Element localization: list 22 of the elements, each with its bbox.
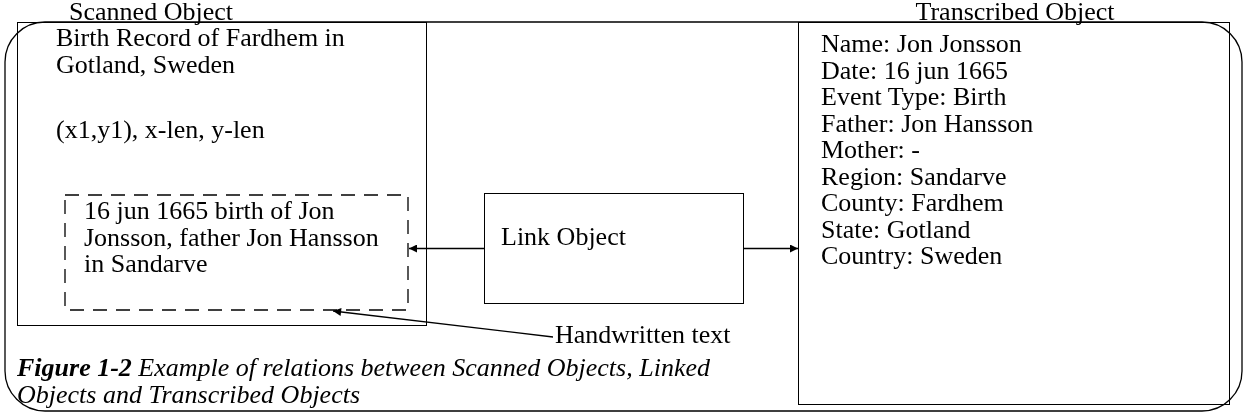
arrow xyxy=(332,307,554,338)
field-text: Region: Sandarve xyxy=(821,163,1007,190)
field-text: Country: Sweden xyxy=(821,243,1003,270)
arrow xyxy=(743,244,799,253)
box-heading: Transcribed Object xyxy=(915,0,1115,26)
record-title: Birth Record of Fardhem in Gotland, Sweden xyxy=(56,25,346,78)
field-text: Father: Jon Hansson xyxy=(821,110,1034,137)
field-text: Name: Jon Jonsson xyxy=(821,31,1022,58)
box-heading: Scanned Object xyxy=(69,0,233,26)
arrow xyxy=(408,244,485,253)
link-object-box xyxy=(484,193,744,304)
field-text: State: Gotland xyxy=(821,216,971,243)
handwritten-region-box xyxy=(64,194,409,311)
region-coordinates: (x1,y1), x-len, y-len xyxy=(56,117,265,144)
field-text: Event Type: Birth xyxy=(821,84,1007,111)
field-text: County: Fardhem xyxy=(821,190,1004,217)
box-text: Link Object xyxy=(501,224,626,251)
annotation-text: Handwritten text xyxy=(555,322,731,349)
handwritten-transcription: 16 jun 1665 birth of Jon Jonsson, father Jon Hansson in Sandarve xyxy=(84,198,380,278)
field-text: Mother: - xyxy=(821,137,920,164)
figure-caption: Figure 1-2 Example of relations between Scanned Objects, Linked Objects and Transcribed Objects xyxy=(17,354,711,408)
field-text: Date: 16 jun 1665 xyxy=(821,57,1009,84)
